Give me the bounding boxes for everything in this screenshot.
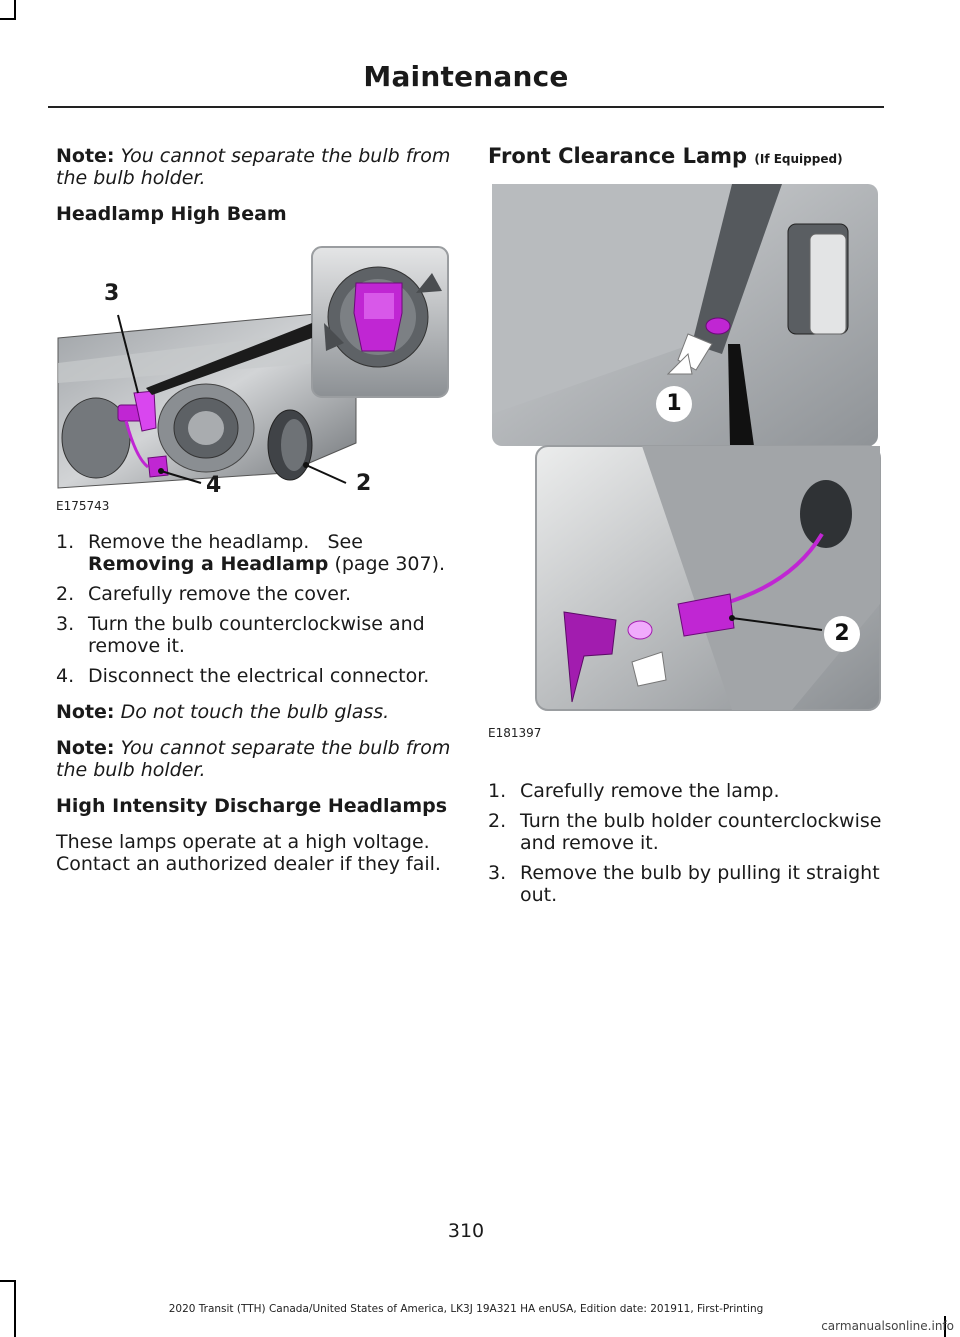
callout-4: 4 <box>206 473 222 498</box>
step-2: 2. Turn the bulb holder counterclockwise… <box>488 810 884 854</box>
note-text: You cannot separate the bulb from the bu… <box>56 145 451 189</box>
step-text: Disconnect the electrical connector. <box>88 665 430 687</box>
step-number: 2. <box>56 583 75 605</box>
clearance-lamp-steps: 1. Carefully remove the lamp. 2. Turn th… <box>488 780 884 906</box>
step-3: 3. Turn the bulb counterclockwise and re… <box>56 613 451 657</box>
page-number: 310 <box>447 1220 485 1242</box>
step-text: Carefully remove the cover. <box>88 583 352 605</box>
note-text: You cannot separate the bulb from the bu… <box>56 737 451 781</box>
callout-1: 1 <box>656 386 692 422</box>
front-clearance-lamp-heading: Front Clearance Lamp (If Equipped) <box>488 145 884 170</box>
note-text: Do not touch the bulb glass. <box>120 701 390 723</box>
clearance-lamp-figure: 1 2 E181397 <box>488 184 884 764</box>
step-text: Turn the bulb counterclockwise and remov… <box>88 613 425 657</box>
crop-mark <box>14 1280 16 1337</box>
header-rule <box>48 106 884 108</box>
step-text: Remove the bulb by pulling it straight o… <box>520 862 880 906</box>
crop-mark <box>0 18 16 20</box>
note-label: Note: <box>56 701 115 723</box>
page-title: Maintenance <box>363 60 569 93</box>
footer-edition-line: 2020 Transit (TTH) Canada/United States … <box>168 1303 764 1315</box>
step-number: 1. <box>488 780 507 802</box>
step-number: 4. <box>56 665 75 687</box>
see-label: See <box>327 531 363 553</box>
note-bulb-glass: Note: Do not touch the bulb glass. <box>56 701 451 723</box>
callout-2: 2 <box>356 471 372 496</box>
headlamp-high-beam-figure: 3 2 4 E175743 <box>56 243 451 515</box>
crop-mark <box>14 0 16 20</box>
heading-qualifier: (If Equipped) <box>754 152 843 166</box>
note-label: Note: <box>56 145 115 167</box>
step-number: 2. <box>488 810 507 832</box>
cross-reference-link[interactable]: Removing a Headlamp <box>88 553 329 575</box>
headlamp-illustration <box>57 246 449 489</box>
step-text: Turn the bulb holder counterclockwise an… <box>520 810 882 854</box>
step-text: Remove the headlamp. <box>88 531 310 553</box>
step-number: 3. <box>56 613 75 635</box>
step-2: 2. Carefully remove the cover. <box>56 583 451 605</box>
step-number: 3. <box>488 862 507 884</box>
hid-text: These lamps operate at a high voltage. C… <box>56 831 441 875</box>
hid-heading: High Intensity Discharge Headlamps <box>56 795 448 817</box>
right-column: Front Clearance Lamp (If Equipped) <box>488 145 884 920</box>
headlamp-steps: 1. Remove the headlamp. See Removing a H… <box>56 531 451 687</box>
headlamp-high-beam-heading: Headlamp High Beam <box>56 203 287 225</box>
step-1: 1. Carefully remove the lamp. <box>488 780 884 802</box>
cross-reference-page: (page 307). <box>334 553 446 575</box>
heading-text: Front Clearance Lamp <box>488 144 748 168</box>
step-4: 4. Disconnect the electrical connector. <box>56 665 451 687</box>
left-column: Note: You cannot separate the bulb from … <box>56 145 451 889</box>
callout-2: 2 <box>824 616 860 652</box>
crop-mark <box>944 1316 946 1337</box>
watermark: carmanualsonline.info <box>821 1319 954 1333</box>
figure-code: E181397 <box>488 726 542 740</box>
step-text: Carefully remove the lamp. <box>520 780 780 802</box>
step-3: 3. Remove the bulb by pulling it straigh… <box>488 862 884 906</box>
crop-mark <box>0 1280 16 1282</box>
note-label: Note: <box>56 737 115 759</box>
callout-3: 3 <box>104 281 120 306</box>
step-1: 1. Remove the headlamp. See Removing a H… <box>56 531 451 575</box>
note-separate-bulb: Note: You cannot separate the bulb from … <box>56 145 451 189</box>
figure-code: E175743 <box>56 499 110 513</box>
step-number: 1. <box>56 531 75 553</box>
note-separate-bulb-2: Note: You cannot separate the bulb from … <box>56 737 451 781</box>
clearance-lamp-illustration <box>492 184 881 711</box>
